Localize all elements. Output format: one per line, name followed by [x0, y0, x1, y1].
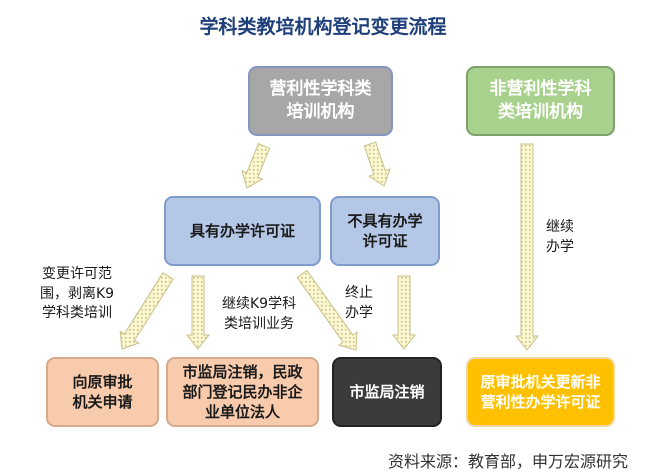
- arrow-forprofit-to-haslicense: [241, 143, 271, 189]
- source-note: 资料来源：教育部，申万宏源研究: [387, 452, 628, 471]
- node-has-license-label: 具有办学许可证: [189, 221, 295, 240]
- node-apply-original: 向原审批 机关申请: [46, 357, 159, 427]
- edge-label-continue-k9: 继续K9学科 类培训业务: [222, 296, 297, 332]
- diagram-title: 学科类教培机构登记变更流程: [199, 16, 447, 38]
- node-register-cancel: 市监局注销，民政 部门登记民办非企 业单位法人: [166, 357, 319, 427]
- node-no-license: 不具有办学 许可证: [330, 196, 440, 266]
- node-apply-original-label: 向原审批 机关申请: [72, 372, 133, 411]
- node-non-profit-label: 非营利性学科 类培训机构: [489, 79, 592, 122]
- node-market-cancel-label: 市监局注销: [349, 382, 425, 401]
- edge-label-continue-school: 继续 办学: [546, 219, 574, 255]
- node-for-profit-label: 营利性学科类 培训机构: [269, 79, 372, 122]
- node-update-license-label: 原审批机关更新非 营利性办学许可证: [480, 372, 601, 411]
- node-has-license: 具有办学许可证: [164, 196, 321, 266]
- node-for-profit: 营利性学科类 培训机构: [248, 66, 393, 136]
- edge-label-terminate: 终止 办学: [345, 285, 373, 321]
- arrow-nonprofit-to-update: [514, 143, 540, 351]
- node-update-license: 原审批机关更新非 营利性办学许可证: [466, 357, 615, 427]
- arrow-haslicense-to-apply: [119, 272, 174, 350]
- node-non-profit: 非营利性学科 类培训机构: [466, 66, 615, 136]
- node-no-license-label: 不具有办学 许可证: [347, 211, 423, 250]
- node-register-cancel-label: 市监局注销，民政 部门登记民办非企 业单位法人: [182, 362, 303, 422]
- edge-label-change-scope: 变更许可范 围，剥离K9 学科类培训: [40, 266, 115, 322]
- arrow-haslicense-to-register: [185, 275, 211, 350]
- arrow-forprofit-to-nolicense: [363, 141, 391, 187]
- arrow-nolicense-to-market: [391, 275, 417, 350]
- arrow-haslicense-to-market: [296, 269, 358, 351]
- node-market-cancel: 市监局注销: [332, 357, 442, 427]
